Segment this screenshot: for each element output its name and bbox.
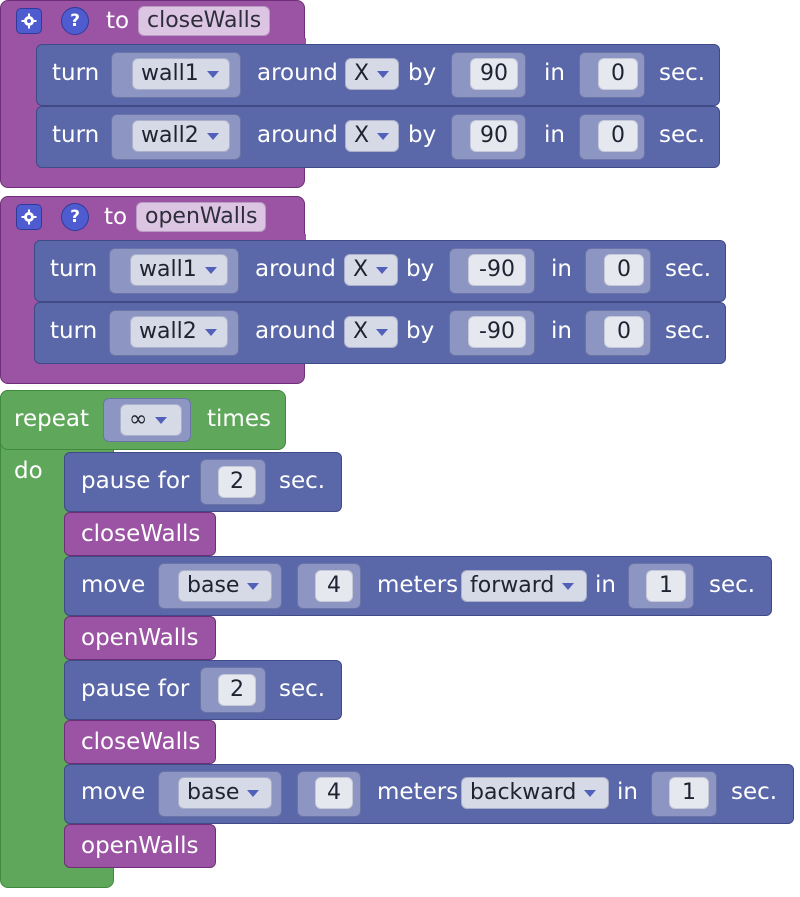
- chevron-down-icon: [376, 266, 389, 274]
- axis-dropdown[interactable]: X: [345, 58, 399, 90]
- help-icon[interactable]: ?: [61, 7, 89, 35]
- sec-label: sec.: [659, 122, 706, 148]
- around-label: around: [257, 122, 338, 148]
- in-label: in: [551, 256, 572, 282]
- duration-field[interactable]: 0: [604, 316, 644, 348]
- sec-label: sec.: [279, 676, 326, 702]
- pause-value-field[interactable]: 2: [218, 674, 256, 706]
- procedure-keyword: to: [104, 204, 128, 230]
- procedure-name-field[interactable]: closeWalls: [138, 6, 271, 36]
- distance-field[interactable]: 4: [315, 570, 353, 602]
- in-label: in: [617, 779, 638, 805]
- duration-field[interactable]: 0: [598, 120, 638, 152]
- amount-field[interactable]: -90: [468, 316, 526, 348]
- gear-icon[interactable]: [16, 8, 42, 34]
- duration-field[interactable]: 0: [598, 58, 638, 90]
- object-dropdown[interactable]: base: [178, 570, 272, 602]
- call-label: closeWalls: [81, 729, 201, 755]
- chevron-down-icon: [562, 582, 575, 590]
- call-label: closeWalls: [81, 521, 201, 547]
- procedure-keyword: to: [106, 8, 130, 34]
- around-label: around: [257, 60, 338, 86]
- chevron-down-icon: [206, 132, 219, 140]
- gear-glyph: [21, 13, 37, 29]
- direction-dropdown[interactable]: backward: [461, 777, 609, 809]
- object-dropdown[interactable]: wall2: [130, 316, 228, 348]
- in-label: in: [551, 318, 572, 344]
- sec-label: sec.: [731, 779, 778, 805]
- direction-dropdown[interactable]: forward: [461, 570, 587, 602]
- object-dropdown[interactable]: wall1: [132, 58, 230, 90]
- move-label: move: [81, 572, 146, 598]
- duration-field[interactable]: 0: [604, 254, 644, 286]
- by-label: by: [406, 256, 435, 282]
- chevron-down-icon: [204, 328, 217, 336]
- axis-dropdown[interactable]: X: [344, 254, 398, 286]
- in-label: in: [544, 122, 565, 148]
- object-dropdown[interactable]: wall2: [132, 120, 230, 152]
- gear-icon[interactable]: [16, 204, 42, 230]
- turn-label: turn: [50, 256, 98, 282]
- around-label: around: [255, 318, 336, 344]
- object-dropdown[interactable]: wall1: [130, 254, 228, 286]
- chevron-down-icon: [247, 582, 260, 590]
- amount-field[interactable]: -90: [468, 254, 526, 286]
- call-label: openWalls: [81, 833, 199, 859]
- pause-label: pause for: [81, 676, 190, 702]
- sec-label: sec.: [279, 468, 326, 494]
- sec-label: sec.: [665, 256, 712, 282]
- turn-label: turn: [50, 318, 98, 344]
- duration-field[interactable]: 1: [646, 570, 686, 602]
- in-label: in: [544, 60, 565, 86]
- axis-dropdown[interactable]: X: [345, 120, 399, 152]
- turn-label: turn: [52, 122, 100, 148]
- times-label: times: [207, 406, 271, 432]
- help-glyph: ?: [70, 207, 80, 227]
- pause-value-field[interactable]: 2: [218, 466, 256, 498]
- around-label: around: [255, 256, 336, 282]
- chevron-down-icon: [377, 70, 390, 78]
- repeat-label: repeat: [14, 406, 89, 432]
- call-close-walls[interactable]: [64, 720, 216, 764]
- pause-label: pause for: [81, 468, 190, 494]
- in-label: in: [595, 572, 616, 598]
- do-label: do: [14, 458, 43, 484]
- object-dropdown[interactable]: base: [178, 777, 272, 809]
- chevron-down-icon: [155, 416, 168, 424]
- by-label: by: [406, 318, 435, 344]
- call-label: openWalls: [81, 625, 199, 651]
- chevron-down-icon: [376, 328, 389, 336]
- amount-field[interactable]: 90: [470, 58, 518, 90]
- help-icon[interactable]: ?: [61, 203, 89, 231]
- chevron-down-icon: [584, 789, 597, 797]
- sec-label: sec.: [659, 60, 706, 86]
- call-close-walls[interactable]: [64, 512, 216, 556]
- move-label: move: [81, 779, 146, 805]
- by-label: by: [408, 60, 437, 86]
- meters-label: meters: [377, 779, 459, 805]
- chevron-down-icon: [204, 266, 217, 274]
- call-open-walls[interactable]: [64, 824, 216, 868]
- sec-label: sec.: [665, 318, 712, 344]
- count-dropdown[interactable]: ∞: [120, 404, 182, 436]
- by-label: by: [408, 122, 437, 148]
- chevron-down-icon: [377, 132, 390, 140]
- procedure-name-field[interactable]: openWalls: [136, 202, 267, 232]
- gear-glyph: [21, 209, 37, 225]
- chevron-down-icon: [247, 789, 260, 797]
- call-open-walls[interactable]: [64, 616, 216, 660]
- chevron-down-icon: [206, 70, 219, 78]
- duration-field[interactable]: 1: [669, 777, 709, 809]
- distance-field[interactable]: 4: [315, 777, 353, 809]
- sec-label: sec.: [709, 572, 756, 598]
- help-glyph: ?: [70, 11, 80, 31]
- axis-dropdown[interactable]: X: [344, 316, 398, 348]
- meters-label: meters: [377, 572, 459, 598]
- turn-label: turn: [52, 60, 100, 86]
- amount-field[interactable]: 90: [470, 120, 518, 152]
